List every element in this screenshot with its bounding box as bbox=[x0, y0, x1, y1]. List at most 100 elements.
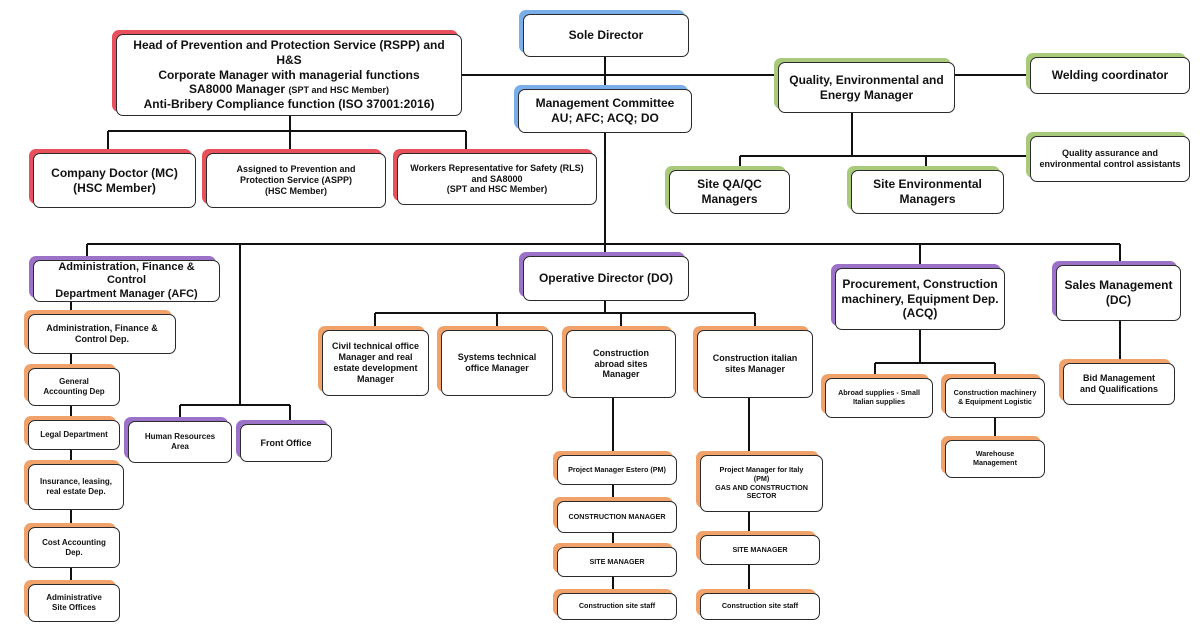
construction-manager-node: CONSTRUCTION MANAGER bbox=[557, 501, 677, 533]
afc-manager-line-1: Administration, Finance & Control bbox=[58, 260, 195, 287]
admin-site-offices-line-1: Administrative bbox=[46, 593, 102, 603]
procurement-line-2: machinery, Equipment Dep. bbox=[841, 291, 999, 306]
company-doctor-line-2: (HSC Member) bbox=[73, 180, 156, 195]
construction-italian-node: Construction italian sites Manager bbox=[697, 330, 813, 398]
pm-italy-line-1: Project Manager for Italy bbox=[719, 464, 804, 474]
legal-department-node: Legal Department bbox=[28, 420, 120, 450]
machinery-logistic-line-2: & Equipment Logistic bbox=[958, 397, 1032, 406]
pm-italy-node: Project Manager for Italy (PM) GAS AND C… bbox=[700, 455, 823, 512]
site-environmental-line-1: Site Environmental bbox=[873, 177, 982, 192]
site-qa-qc-node: Site QA/QC Managers bbox=[669, 170, 790, 214]
site-qa-qc-label: Site QA/QC Managers bbox=[697, 177, 762, 206]
front-office-label: Front Office bbox=[260, 437, 312, 448]
site-manager-italy-node: SITE MANAGER bbox=[700, 535, 820, 565]
management-committee-label: Management Committee bbox=[535, 96, 675, 111]
civil-office-line-4: Manager bbox=[356, 373, 394, 384]
rls-line-3: (SPT and HSC Member) bbox=[446, 184, 548, 195]
operative-director-label: Operative Director (DO) bbox=[538, 271, 674, 286]
operative-director-node: Operative Director (DO) bbox=[523, 256, 689, 301]
civil-office-line-3: estate development bbox=[333, 363, 418, 373]
site-environmental-node: Site Environmental Managers bbox=[851, 170, 1004, 214]
company-doctor-line-1: Company Doctor (MC) bbox=[51, 165, 178, 180]
afc-manager-line-2: Department Manager (AFC) bbox=[55, 287, 198, 300]
pm-italy-line-4: SECTOR bbox=[746, 491, 777, 501]
aspp-line-3: (HSC Member) bbox=[264, 185, 327, 196]
site-staff-italy-label: Construction site staff bbox=[721, 601, 799, 611]
machinery-logistic-line-1: Construction machinery bbox=[953, 388, 1037, 398]
human-resources-line-2: Area bbox=[171, 442, 189, 451]
warehouse-line-2: Management bbox=[973, 458, 1017, 467]
pm-estero-node: Project Manager Estero (PM) bbox=[557, 455, 677, 485]
aspp-line-2: Protection Service (ASPP) bbox=[239, 175, 353, 186]
systems-office-node: Systems technical office Manager bbox=[441, 330, 553, 396]
front-office-node: Front Office bbox=[240, 424, 332, 462]
abroad-supplies-node: Abroad supplies - Small Italian supplies bbox=[825, 378, 933, 418]
management-committee-members: AU; AFC; ACQ; DO bbox=[551, 111, 659, 125]
construction-italian-line-1: Construction italian bbox=[712, 353, 798, 364]
rspp-line-3: SA8000 Manager (SPT and HSC Member) bbox=[189, 82, 389, 97]
construction-abroad-line-2: abroad sites bbox=[594, 358, 648, 369]
sales-line-1: Sales Management bbox=[1064, 278, 1173, 293]
insurance-line-1: Insurance, leasing, bbox=[39, 477, 113, 487]
human-resources-node: Human Resources Area bbox=[128, 421, 232, 463]
afc-dep-line-2: Control Dep. bbox=[75, 334, 129, 344]
rspp-sa8000-member: (SPT and HSC Member) bbox=[288, 85, 389, 96]
abroad-supplies-line-1: Abroad supplies - Small bbox=[838, 388, 920, 398]
pm-estero-label: Project Manager Estero (PM) bbox=[568, 464, 666, 474]
rspp-line-4: Anti-Bribery Compliance function (ISO 37… bbox=[143, 96, 435, 111]
construction-manager-label: CONSTRUCTION MANAGER bbox=[568, 511, 666, 521]
admin-site-offices-line-2: Site Offices bbox=[51, 603, 96, 612]
site-manager-italy-label: SITE MANAGER bbox=[732, 544, 788, 554]
rls-node: Workers Representative for Safety (RLS) … bbox=[397, 153, 597, 205]
sole-director-label: Sole Director bbox=[568, 28, 644, 43]
rls-line-1: Workers Representative for Safety (RLS) bbox=[410, 162, 584, 173]
company-doctor-node: Company Doctor (MC) (HSC Member) bbox=[33, 153, 196, 208]
site-staff-italy-node: Construction site staff bbox=[700, 593, 820, 620]
aspp-line-1: Assigned to Prevention and bbox=[236, 164, 356, 175]
construction-abroad-line-3: Manager bbox=[602, 369, 640, 380]
systems-office-line-1: Systems technical bbox=[457, 352, 537, 363]
bid-management-line-1: Bid Management bbox=[1082, 373, 1155, 384]
civil-office-line-1: Civil technical office bbox=[331, 341, 420, 352]
sales-node: Sales Management (DC) bbox=[1056, 265, 1181, 321]
legal-department-label: Legal Department bbox=[40, 430, 108, 440]
bid-management-line-2: and Qualifications bbox=[1079, 384, 1158, 394]
general-accounting-line-1: General bbox=[59, 377, 89, 387]
pm-italy-line-2: (PM) bbox=[753, 473, 770, 483]
site-environmental-line-2: Managers bbox=[899, 192, 956, 206]
quality-manager-node: Quality, Environmental and Energy Manage… bbox=[778, 62, 955, 113]
quality-assistants-line-2: environmental control assistants bbox=[1039, 159, 1181, 169]
insurance-node: Insurance, leasing, real estate Dep. bbox=[28, 464, 124, 510]
afc-manager-node: Administration, Finance & Control Depart… bbox=[33, 260, 220, 302]
abroad-supplies-line-2: Italian supplies bbox=[853, 397, 905, 406]
rspp-sa8000: SA8000 Manager bbox=[189, 82, 286, 97]
welding-coordinator-label: Welding coordinator bbox=[1051, 68, 1169, 83]
welding-coordinator-node: Welding coordinator bbox=[1030, 57, 1190, 94]
site-manager-abroad-node: SITE MANAGER bbox=[557, 547, 677, 577]
machinery-logistic-node: Construction machinery & Equipment Logis… bbox=[945, 378, 1045, 418]
systems-office-line-2: office Manager bbox=[465, 363, 529, 373]
human-resources-line-1: Human Resources bbox=[144, 432, 216, 442]
management-committee-node: Management Committee AU; AFC; ACQ; DO bbox=[518, 89, 692, 133]
general-accounting-line-2: Accounting Dep bbox=[43, 387, 105, 396]
cost-accounting-line-1: Cost Accounting bbox=[42, 537, 106, 547]
cost-accounting-node: Cost Accounting Dep. bbox=[28, 527, 120, 568]
pm-italy-line-3: GAS AND CONSTRUCTION bbox=[715, 482, 808, 492]
quality-assistants-node: Quality assurance and environmental cont… bbox=[1030, 136, 1190, 182]
procurement-line-1: Procurement, Construction bbox=[842, 277, 998, 292]
rspp-node: Head of Prevention and Protection Servic… bbox=[116, 34, 462, 116]
rspp-line-2: Corporate Manager with managerial functi… bbox=[158, 67, 420, 82]
site-staff-abroad-node: Construction site staff bbox=[557, 593, 677, 620]
quality-manager-line-1: Quality, Environmental and bbox=[789, 72, 944, 87]
procurement-node: Procurement, Construction machinery, Equ… bbox=[835, 268, 1005, 330]
bid-management-node: Bid Management and Qualifications bbox=[1063, 363, 1175, 405]
quality-assistants-line-1: Quality assurance and bbox=[1061, 148, 1159, 159]
construction-italian-line-2: sites Manager bbox=[724, 364, 786, 374]
warehouse-node: Warehouse Management bbox=[945, 440, 1045, 478]
cost-accounting-line-2: Dep. bbox=[65, 547, 83, 557]
warehouse-line-1: Warehouse bbox=[975, 449, 1015, 459]
afc-dep-node: Administration, Finance & Control Dep. bbox=[28, 314, 176, 354]
insurance-line-2: real estate Dep. bbox=[46, 487, 106, 496]
sole-director-node: Sole Director bbox=[523, 14, 689, 57]
rls-line-2: and SA8000 bbox=[471, 173, 523, 184]
